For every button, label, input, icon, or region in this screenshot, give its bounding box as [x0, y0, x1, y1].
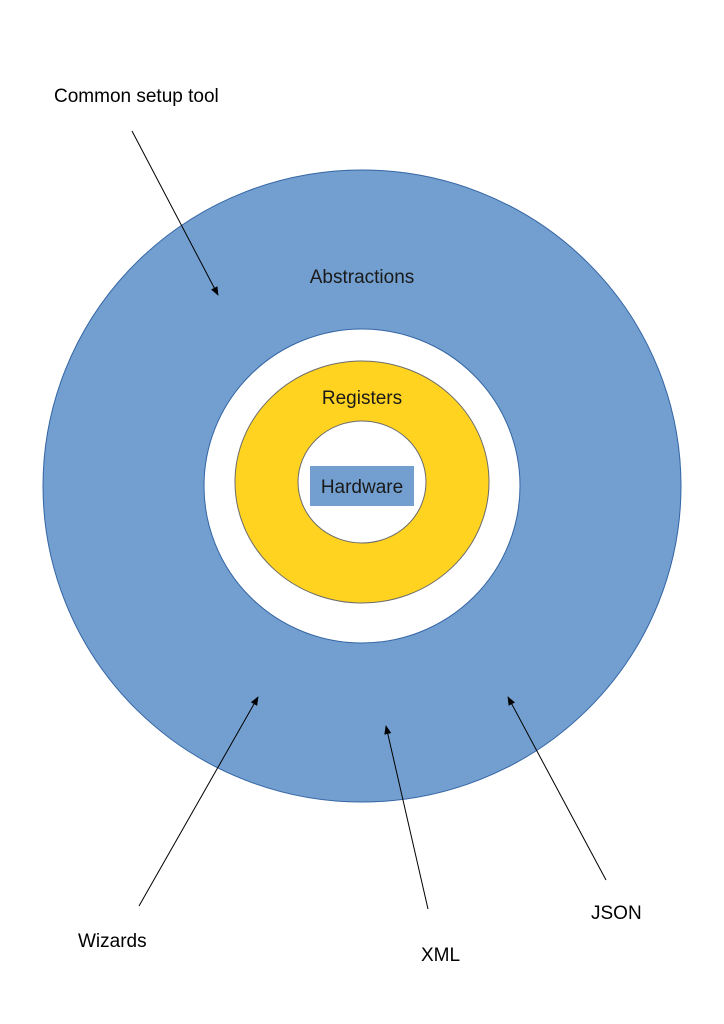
common-setup-tool-label: Common setup tool [54, 86, 219, 107]
hardware-box [310, 466, 414, 506]
json-arrow [507, 696, 607, 881]
json-label: JSON [591, 903, 642, 924]
wizards-arrow [138, 696, 259, 907]
registers-label: Registers [322, 388, 402, 409]
xml-label: XML [421, 945, 460, 966]
wizards-label: Wizards [78, 931, 147, 952]
common-setup-tool-arrow [131, 130, 219, 296]
xml-arrow [384, 725, 429, 910]
hardware-label: Hardware [321, 477, 403, 498]
abstractions-label: Abstractions [310, 267, 415, 288]
